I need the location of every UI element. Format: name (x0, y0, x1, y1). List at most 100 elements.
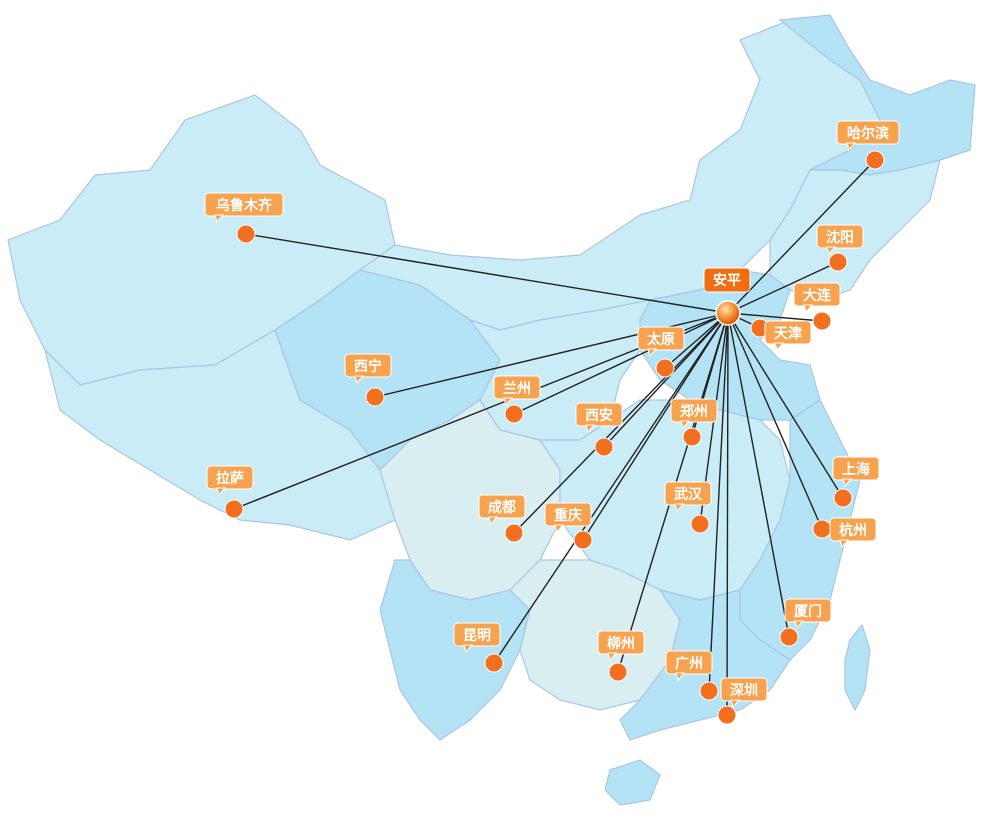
city-label-bg (637, 326, 685, 351)
city-dot[interactable] (608, 662, 628, 682)
city-label-pointer (839, 539, 850, 549)
city-label: 郑州 (680, 403, 708, 420)
hub-marker[interactable]: 安平 (703, 267, 751, 326)
city-label: 沈阳 (826, 229, 854, 246)
city-marker[interactable]: 拉萨 (206, 465, 254, 519)
route-line (708, 312, 729, 692)
city-label-bg (832, 456, 880, 481)
city-dot[interactable] (504, 404, 524, 424)
city-label: 厦门 (794, 603, 822, 620)
city-dot[interactable] (236, 224, 256, 244)
city-marker[interactable]: 柳州 (597, 630, 645, 682)
hub-label-bg (703, 267, 751, 293)
city-label-bg (793, 282, 841, 307)
city-dot[interactable] (812, 311, 832, 331)
region-hainan (604, 759, 661, 806)
city-label: 柳州 (607, 635, 635, 652)
route-line (245, 233, 729, 314)
city-marker[interactable]: 深圳 (717, 677, 768, 725)
city-dot[interactable] (865, 150, 885, 170)
route-line (727, 312, 823, 530)
city-dot[interactable] (655, 358, 675, 378)
city-label: 大连 (803, 287, 832, 304)
city-marker[interactable]: 杭州 (812, 517, 877, 549)
city-label-bg (478, 494, 526, 519)
route-line (727, 312, 844, 499)
city-marker[interactable]: 大连 (793, 282, 841, 331)
city-marker[interactable]: 西安 (575, 402, 623, 457)
region-taiwan (844, 623, 871, 712)
city-label: 兰州 (503, 380, 531, 397)
city-label-bg (453, 622, 501, 647)
city-marker[interactable]: 天津 (750, 318, 812, 352)
city-dot[interactable] (828, 252, 848, 272)
city-label: 西安 (585, 407, 613, 424)
city-marker[interactable]: 重庆 (544, 502, 593, 550)
city-label-bg (670, 398, 718, 423)
city-dot[interactable] (682, 427, 702, 447)
city-label: 哈尔滨 (847, 125, 889, 142)
city-label: 成都 (488, 499, 516, 516)
city-dot[interactable] (484, 653, 504, 673)
city-label: 深圳 (730, 682, 758, 699)
route-line (727, 312, 790, 638)
city-dot[interactable] (224, 499, 244, 519)
city-dot[interactable] (833, 488, 853, 508)
city-marker[interactable]: 沈阳 (816, 224, 864, 272)
city-label-bg (764, 320, 812, 345)
city-label-pointer (647, 348, 658, 358)
region-yunnan (379, 559, 531, 741)
city-label: 天津 (774, 325, 802, 342)
city-marker[interactable]: 厦门 (779, 598, 832, 647)
route-line (727, 261, 839, 314)
city-marker[interactable]: 上海 (832, 456, 880, 508)
city-label: 西宁 (354, 358, 382, 375)
city-label: 武汉 (674, 486, 703, 503)
city-label: 杭州 (839, 522, 867, 539)
city-dot[interactable] (699, 681, 719, 701)
city-marker[interactable]: 昆明 (453, 622, 504, 673)
city-label: 重庆 (554, 507, 582, 524)
city-marker[interactable]: 乌鲁木齐 (204, 192, 284, 244)
city-label: 上海 (842, 461, 870, 478)
city-dot[interactable] (594, 437, 614, 457)
city-label-bg (575, 402, 623, 427)
city-label-bg (344, 353, 392, 378)
city-label-pointer (730, 699, 741, 709)
city-marker[interactable]: 广州 (665, 650, 719, 701)
city-label-bg (664, 481, 712, 506)
city-label-pointer (680, 420, 691, 430)
city-label: 乌鲁木齐 (216, 197, 273, 214)
city-marker[interactable]: 成都 (478, 494, 526, 543)
city-dot[interactable] (504, 523, 524, 543)
city-dot[interactable] (717, 705, 737, 725)
city-dot[interactable] (573, 530, 593, 550)
city-marker[interactable]: 太原 (637, 326, 685, 378)
city-dot[interactable] (365, 387, 385, 407)
city-marker[interactable]: 西宁 (344, 353, 392, 407)
city-marker[interactable]: 郑州 (670, 398, 718, 447)
city-marker[interactable]: 哈尔滨 (836, 120, 900, 170)
city-dot[interactable] (812, 519, 832, 539)
city-label-pointer (846, 142, 857, 152)
city-label-bg (836, 120, 900, 145)
city-marker[interactable]: 兰州 (493, 375, 541, 424)
route-line (664, 312, 729, 369)
route-line (727, 312, 823, 322)
city-label-pointer (842, 478, 853, 488)
city-dot[interactable] (779, 627, 799, 647)
city-label-bg (665, 650, 713, 675)
city-label-pointer (675, 672, 686, 682)
city-marker[interactable]: 武汉 (664, 481, 712, 534)
route-line (727, 159, 876, 314)
route-line (603, 312, 729, 448)
city-label-bg (544, 502, 592, 527)
route-line (726, 312, 729, 716)
city-label-pointer (607, 652, 618, 662)
city-label-bg (720, 677, 768, 702)
hub-dot[interactable] (715, 300, 741, 326)
city-dot[interactable] (690, 514, 710, 534)
city-label: 广州 (675, 655, 703, 672)
city-label-bg (829, 517, 877, 542)
